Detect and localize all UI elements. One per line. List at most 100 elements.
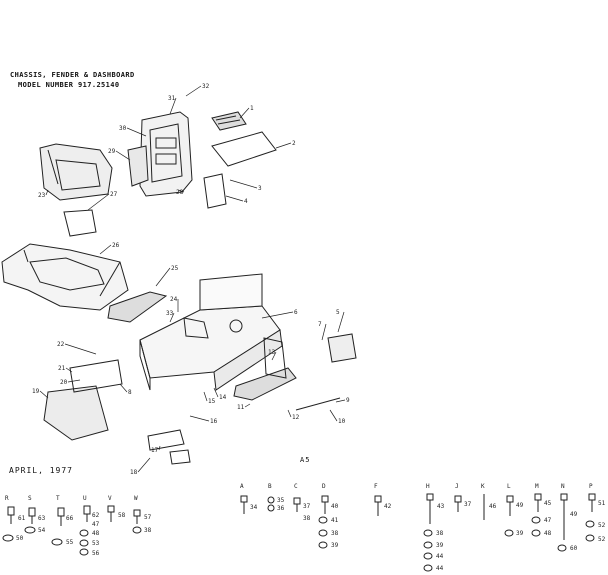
hw-m-part-1: 45 bbox=[544, 500, 552, 507]
floor-plate bbox=[211, 131, 277, 167]
callout-17: 17 bbox=[151, 447, 159, 454]
hw-l-part-2: 39 bbox=[516, 530, 524, 537]
hw-m-part-3: 48 bbox=[544, 530, 552, 537]
hw-p-part-2: 52 bbox=[598, 522, 606, 529]
leader-line-2 bbox=[275, 142, 292, 149]
leader-line-15 bbox=[203, 391, 208, 402]
hw-u-part-2: 47 bbox=[92, 521, 100, 528]
hw-s-part-1: 63 bbox=[38, 515, 46, 522]
svg-text:N: N bbox=[561, 483, 565, 490]
hw-n-part-2: 60 bbox=[570, 545, 578, 552]
svg-text:K: K bbox=[481, 483, 485, 490]
callout-30: 30 bbox=[119, 125, 127, 132]
leader-line-31 bbox=[169, 97, 177, 115]
callout-6: 6 bbox=[294, 309, 298, 316]
left-footrest bbox=[107, 291, 168, 323]
leader-line-9 bbox=[335, 399, 346, 403]
hw-d-part-1: 40 bbox=[331, 503, 339, 510]
leader-line-23 bbox=[45, 189, 49, 196]
callout-13: 13 bbox=[268, 349, 276, 356]
leader-line-1 bbox=[239, 107, 250, 119]
leader-line-14 bbox=[213, 387, 219, 398]
hw-c-part-2: 38 bbox=[303, 515, 311, 522]
hw-r-part-2: 50 bbox=[16, 535, 24, 542]
hw-h-part-1: 43 bbox=[437, 503, 445, 510]
svg-text:L: L bbox=[507, 483, 511, 490]
hw-t-part-1: 66 bbox=[66, 515, 74, 522]
hw-c-part-1: 37 bbox=[303, 503, 311, 510]
fender-part bbox=[1, 243, 129, 311]
callout-31: 31 bbox=[168, 95, 176, 102]
seat-bracket bbox=[63, 209, 97, 237]
callout-29: 29 bbox=[108, 148, 116, 155]
callout-2: 2 bbox=[292, 140, 296, 147]
hw-u-part-3: 48 bbox=[92, 530, 100, 537]
svg-text:J: J bbox=[455, 483, 459, 490]
callout-19: 19 bbox=[32, 388, 40, 395]
hw-m-part-2: 47 bbox=[544, 517, 552, 524]
side-plate-5 bbox=[327, 333, 357, 363]
diagram-title: CHASSIS, FENDER & DASHBOARD bbox=[10, 71, 135, 79]
hw-u-part-1: 62 bbox=[92, 512, 100, 519]
callout-14: 14 bbox=[219, 394, 227, 401]
print-date: APRIL, 1977 bbox=[9, 466, 73, 475]
svg-text:H: H bbox=[426, 483, 430, 490]
callout-18: 18 bbox=[130, 469, 138, 476]
hw-l-part-1: 49 bbox=[516, 502, 524, 509]
panel-19 bbox=[43, 385, 109, 441]
callout-27: 27 bbox=[110, 191, 118, 198]
svg-text:A: A bbox=[240, 483, 244, 490]
model-number: MODEL NUMBER 917.25140 bbox=[18, 81, 120, 89]
leader-line-29 bbox=[115, 150, 131, 161]
leader-line-10 bbox=[329, 409, 338, 422]
leader-line-6 bbox=[261, 311, 294, 319]
svg-text:F: F bbox=[374, 483, 378, 490]
svg-text:R: R bbox=[5, 495, 9, 502]
hw-h-part-4: 44 bbox=[436, 553, 444, 560]
leader-line-12 bbox=[287, 409, 292, 418]
svg-text:S: S bbox=[28, 495, 32, 502]
leader-line-26 bbox=[99, 244, 112, 255]
leader-line-27 bbox=[87, 193, 110, 211]
callout-25: 25 bbox=[171, 265, 179, 272]
callout-9: 9 bbox=[346, 397, 350, 404]
leader-line-30 bbox=[126, 127, 147, 137]
callout-23: 23 bbox=[38, 192, 46, 199]
hw-v-part-1: 58 bbox=[118, 512, 126, 519]
leader-line-7 bbox=[321, 323, 327, 341]
svg-text:M: M bbox=[535, 483, 539, 490]
hw-b-part-2: 36 bbox=[277, 505, 285, 512]
right-footrest bbox=[233, 367, 297, 401]
callout-8: 8 bbox=[128, 389, 132, 396]
callout-11: 11 bbox=[237, 404, 245, 411]
svg-text:W: W bbox=[134, 495, 138, 502]
hw-u-part-4: 53 bbox=[92, 540, 100, 547]
hw-u-part-5: 56 bbox=[92, 550, 100, 557]
dashboard-panel bbox=[127, 111, 193, 197]
bracket-13 bbox=[263, 337, 287, 379]
hw-j-part-1: 37 bbox=[464, 501, 472, 508]
callout-4: 4 bbox=[244, 198, 248, 205]
rod-part bbox=[295, 397, 341, 411]
hw-d-part-3: 38 bbox=[331, 530, 339, 537]
hw-f-part-1: 42 bbox=[384, 503, 392, 510]
hw-p-part-1: 51 bbox=[598, 500, 606, 507]
hw-w-part-1: 57 bbox=[144, 514, 152, 521]
leader-line-21 bbox=[65, 367, 73, 373]
callout-24: 24 bbox=[170, 296, 178, 303]
callout-1: 1 bbox=[250, 105, 254, 112]
leader-line-19 bbox=[39, 390, 49, 399]
callout-16: 16 bbox=[210, 418, 218, 425]
hw-b-part-1: 35 bbox=[277, 497, 285, 504]
callout-22: 22 bbox=[57, 341, 65, 348]
leader-line-5 bbox=[337, 311, 345, 333]
seat-part bbox=[39, 143, 113, 201]
chassis-frame bbox=[139, 273, 283, 391]
hw-w-part-2: 38 bbox=[144, 527, 152, 534]
svg-text:B: B bbox=[268, 483, 272, 490]
svg-text:D: D bbox=[322, 483, 326, 490]
leader-line-18 bbox=[137, 457, 151, 473]
callout-7: 7 bbox=[318, 321, 322, 328]
callout-15: 15 bbox=[208, 398, 216, 405]
